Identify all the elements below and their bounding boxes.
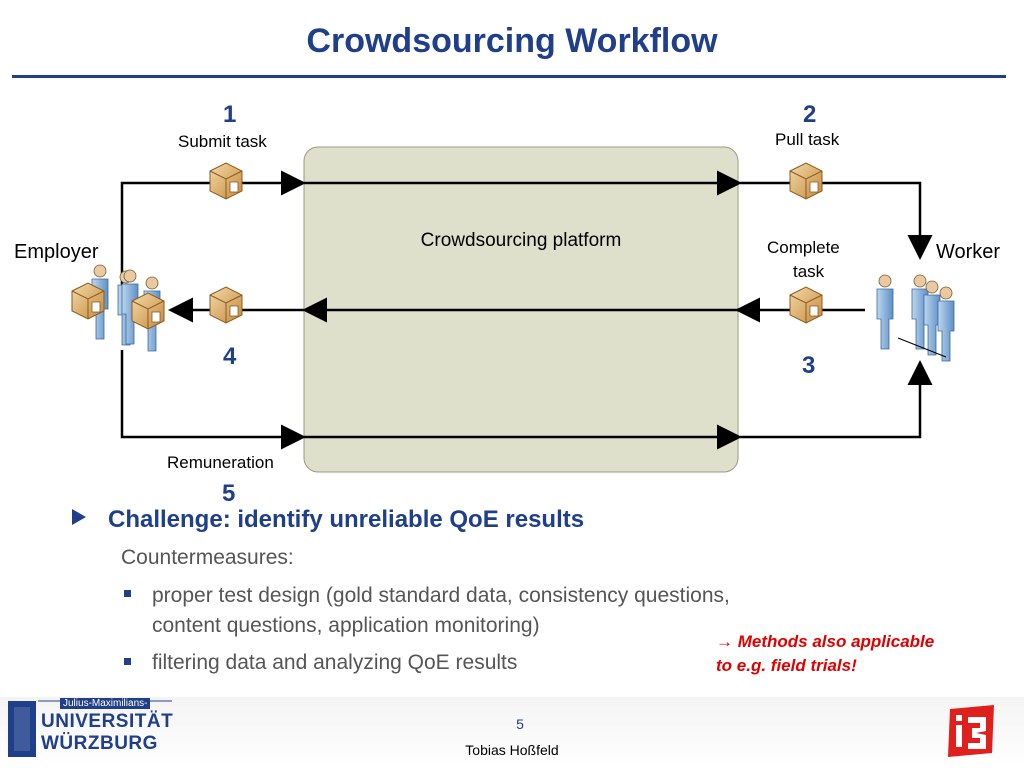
challenge-text: Challenge: identify unreliable QoE resul… bbox=[108, 506, 585, 533]
university-logo-small: Julius-Maximilians- bbox=[60, 698, 151, 709]
package-icon bbox=[789, 286, 823, 324]
list-item-line: proper test design (gold standard data, … bbox=[152, 584, 730, 607]
step-label: Remuneration bbox=[167, 453, 274, 472]
page-number: 5 bbox=[516, 716, 524, 732]
step-label: Complete bbox=[767, 238, 840, 257]
step-number: 2 bbox=[803, 101, 817, 128]
methods-note: → Methods also applicable to e.g. field … bbox=[716, 630, 934, 678]
workflow-diagram bbox=[71, 146, 955, 473]
square-bullet-icon bbox=[124, 590, 131, 597]
title-divider bbox=[12, 75, 1006, 78]
square-bullet-icon bbox=[124, 658, 131, 665]
employer-label: Employer bbox=[14, 241, 99, 263]
platform-label: Crowdsourcing platform bbox=[420, 230, 622, 251]
package-icon bbox=[209, 286, 243, 324]
university-logo-line2: WÜRZBURG bbox=[41, 733, 158, 754]
list-item: proper test design (gold standard data, … bbox=[152, 581, 730, 641]
triangle-bullet-icon bbox=[72, 509, 86, 525]
footer-bar bbox=[0, 697, 1024, 768]
step-label: task bbox=[793, 262, 825, 281]
package-icon bbox=[209, 162, 243, 200]
author-name: Tobias Hoßfeld bbox=[465, 742, 559, 758]
employer-group-icon bbox=[71, 264, 165, 352]
step-number: 3 bbox=[802, 352, 816, 379]
challenge-bullet: Challenge: identify unreliable QoE resul… bbox=[72, 506, 584, 534]
note-line: → Methods also applicable bbox=[716, 632, 935, 651]
i3-logo bbox=[948, 705, 994, 757]
list-item: filtering data and analyzing QoE results bbox=[152, 648, 517, 678]
list-item-line: content questions, application monitorin… bbox=[152, 614, 540, 637]
slide-title: Crowdsourcing Workflow bbox=[306, 22, 718, 60]
university-logo-line1: UNIVERSITÄT bbox=[41, 711, 174, 732]
step-number: 4 bbox=[223, 343, 237, 370]
worker-label: Worker bbox=[936, 241, 1001, 263]
package-icon bbox=[789, 162, 823, 200]
step-label: Submit task bbox=[178, 132, 267, 151]
step-label: Pull task bbox=[775, 130, 840, 149]
step-number: 1 bbox=[223, 101, 237, 128]
list-item-line: filtering data and analyzing QoE results bbox=[152, 651, 518, 674]
worker-group-icon bbox=[876, 274, 955, 362]
countermeasures-heading: Countermeasures: bbox=[121, 546, 294, 569]
arrow-remuneration bbox=[120, 350, 933, 450]
step-number: 5 bbox=[222, 480, 236, 507]
note-line: to e.g. field trials! bbox=[716, 656, 857, 675]
